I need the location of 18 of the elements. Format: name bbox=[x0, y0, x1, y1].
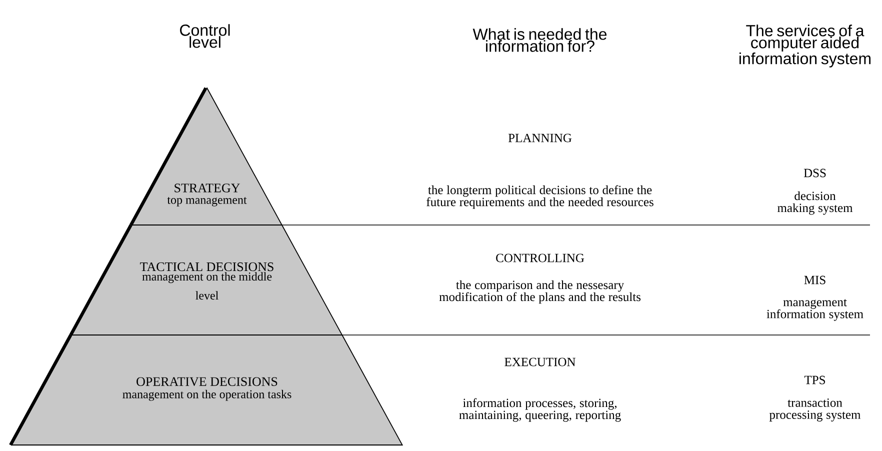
label: CONTROLLING bbox=[496, 254, 584, 262]
label: the comparison and the nessesary modification of the plans and the results bbox=[439, 280, 641, 304]
label: decision making system bbox=[778, 191, 853, 215]
label: MIS bbox=[804, 276, 826, 284]
label: What is needed the information for? bbox=[472, 28, 607, 52]
label: information processes, storing, maintaining, queering, reporting bbox=[459, 398, 621, 422]
label: transaction processing system bbox=[769, 398, 861, 422]
label: Control level bbox=[180, 24, 230, 48]
pyramid-band: TACTICAL DECISIONS management on the middle level bbox=[69, 224, 343, 336]
pyramid-band: STRATEGY top management bbox=[130, 87, 283, 226]
pyramid-band: OPERATIVE DECISIONS management on the operation tasks bbox=[9, 334, 404, 446]
label: DSS bbox=[804, 168, 826, 178]
label: EXECUTION bbox=[504, 358, 576, 366]
label: TPS bbox=[804, 376, 825, 384]
label: the longterm political decisions to define the future requirements and the needed resources bbox=[426, 185, 654, 209]
label: PLANNING bbox=[508, 134, 572, 142]
label: The services of a computer aided information system bbox=[740, 24, 870, 68]
label: management information system bbox=[766, 299, 864, 321]
